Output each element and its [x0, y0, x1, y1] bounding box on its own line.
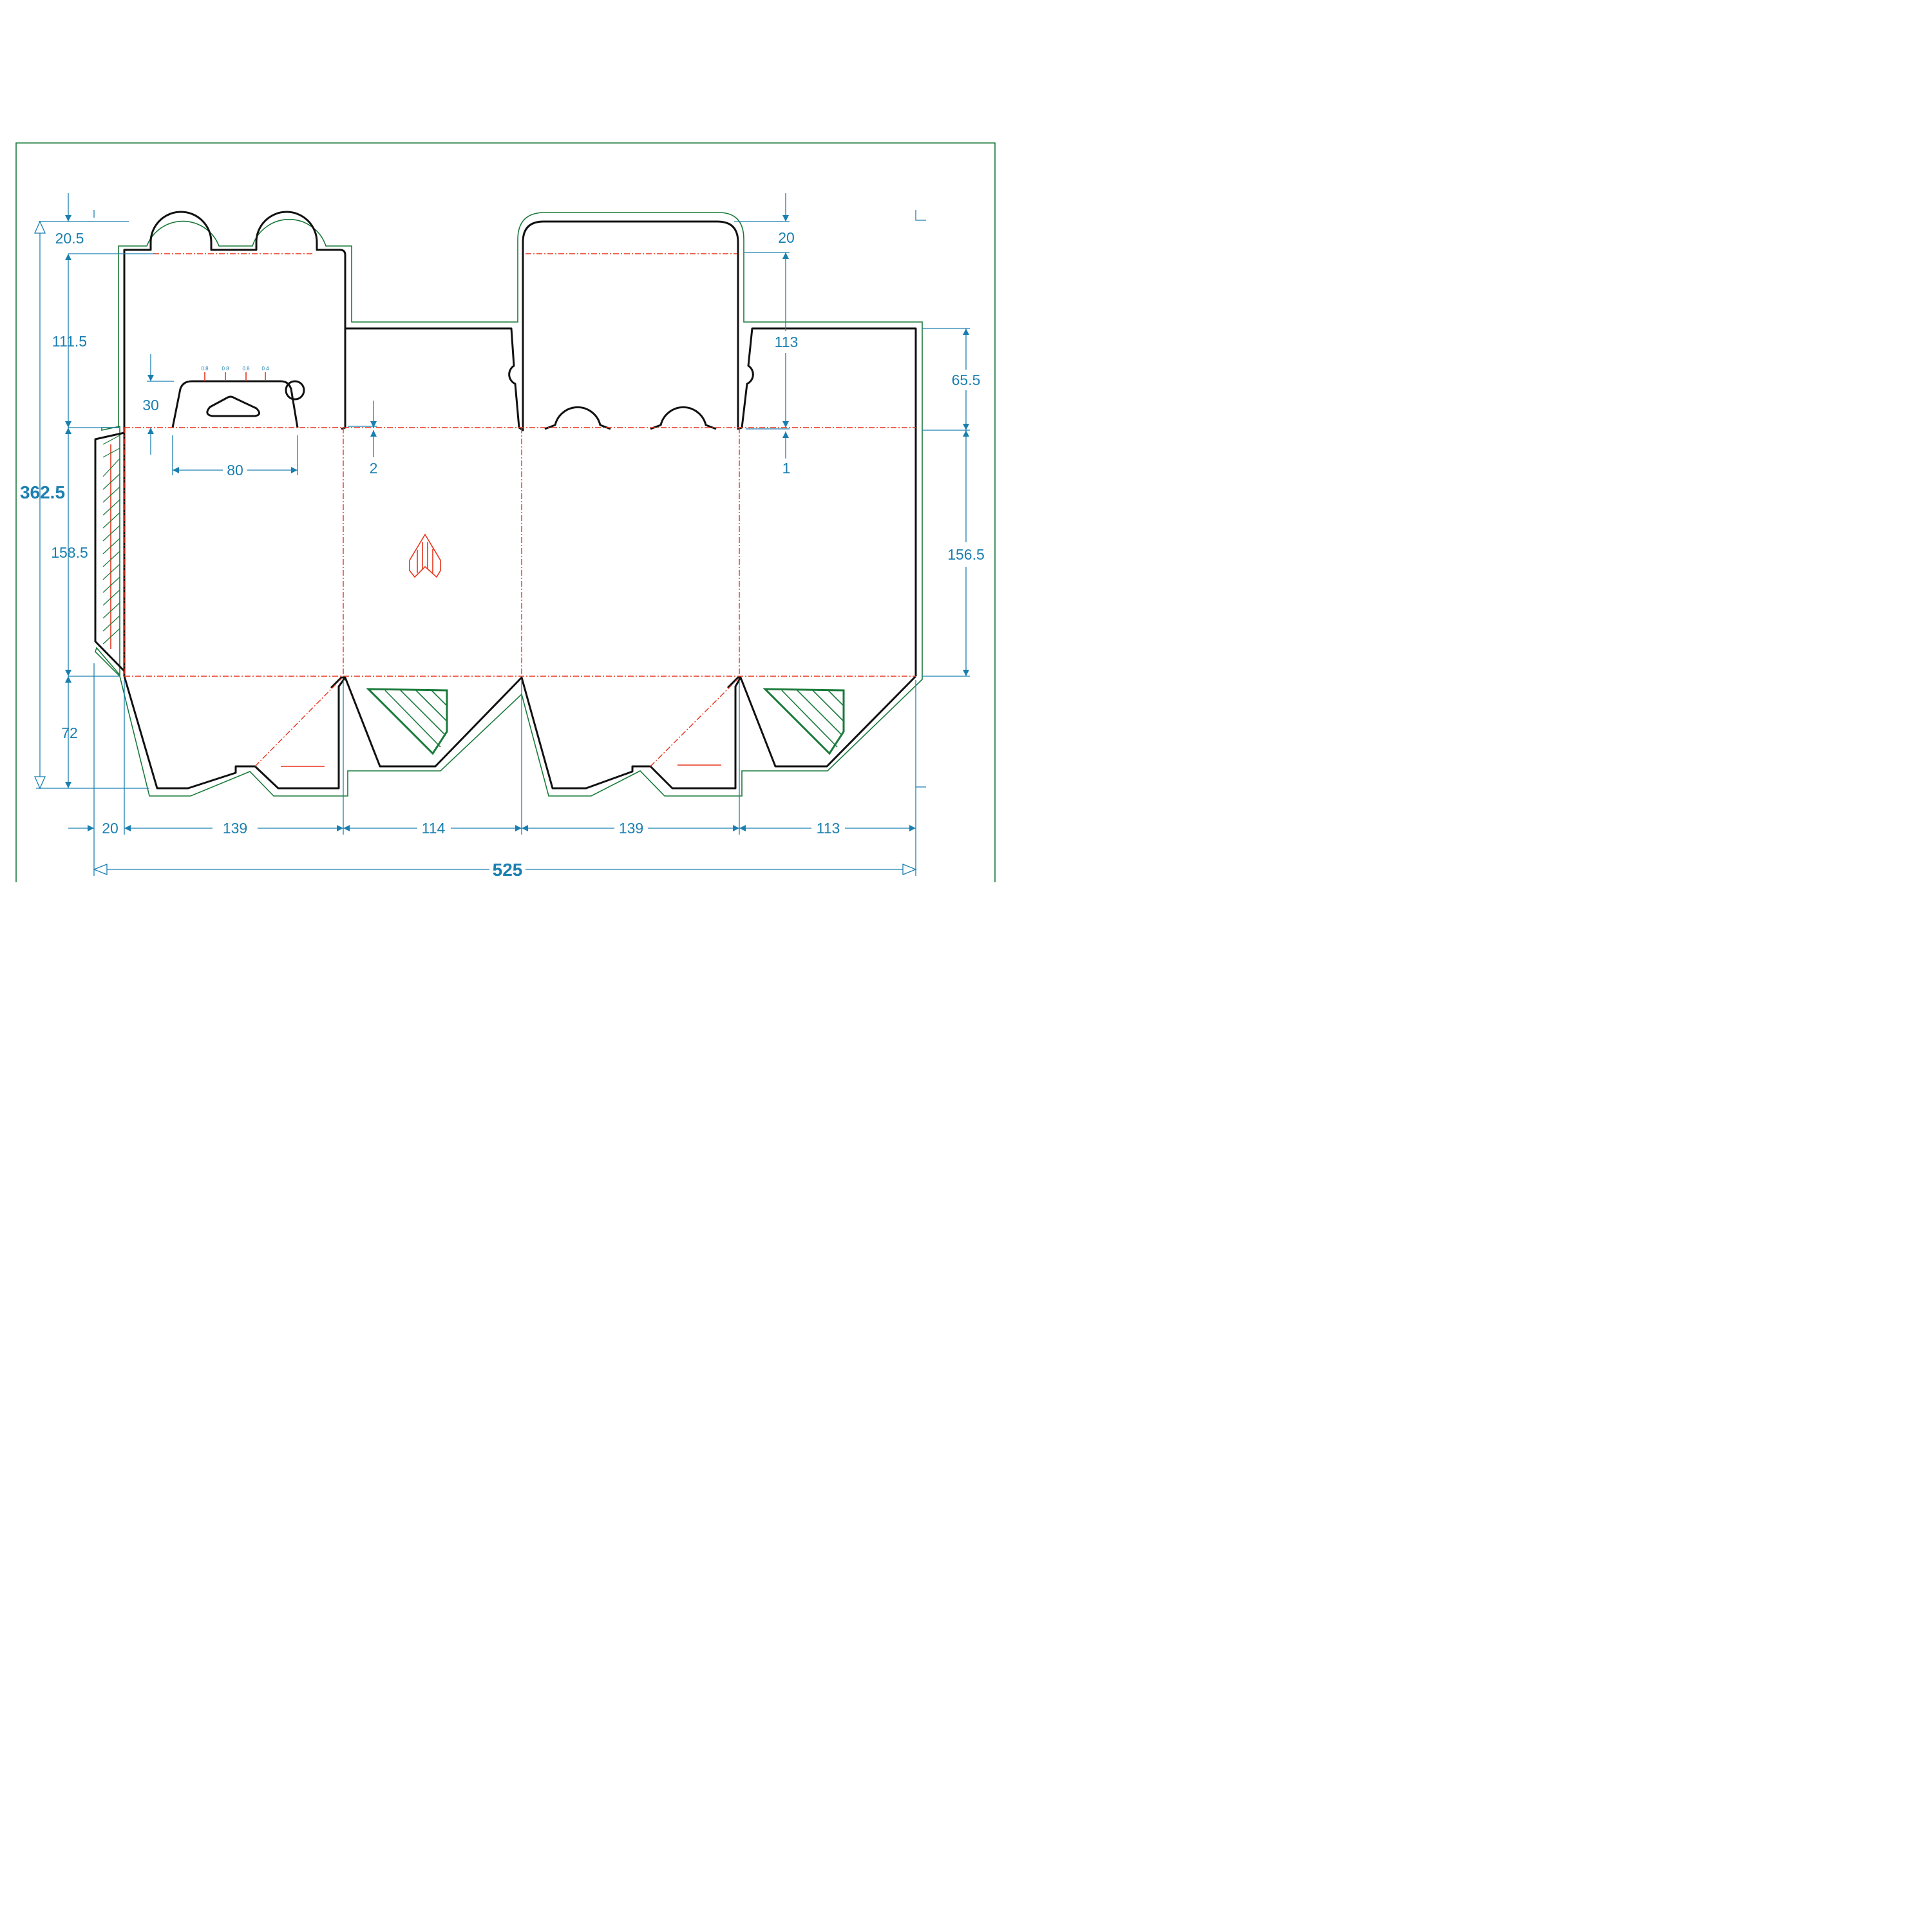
dim-bottom-flap-height: 72: [61, 724, 78, 741]
bottom-glue-triangle-1: [366, 688, 448, 755]
tab-slot-label-1: 0.8: [201, 366, 209, 372]
dim-total-height: 362.5: [20, 482, 65, 502]
tab-slot-ticks: [204, 372, 266, 381]
tab-slot-label-2: 0.8: [222, 366, 229, 372]
cut-outline: [123, 211, 346, 676]
dim-panel-width-1: 139: [223, 820, 247, 837]
dim-top-flap-offset: 20.5: [55, 230, 84, 247]
cut-bottom-slot-1: [330, 676, 345, 689]
cut-glue-flap: [94, 431, 126, 672]
dim-top-panel-height: 111.5: [52, 333, 87, 350]
cut-bottom: [123, 675, 917, 790]
dim-main-panel-height: 158.5: [51, 544, 88, 561]
dim-panel-width-4: 113: [817, 820, 840, 837]
dieline-drawing: 0.8 0.8 0.8 0.4 20.5: [15, 142, 996, 882]
bleed-outline: [95, 212, 923, 797]
dim-side-flap-height: 65.5: [952, 372, 981, 388]
dim-lid-offset: 20: [778, 229, 795, 246]
tab-slot-label-4: 0.4: [261, 366, 269, 372]
glue-area-hatch: [102, 435, 120, 645]
dim-hang-tab-height: 30: [142, 397, 159, 413]
dim-hang-tab-width: 80: [227, 462, 243, 478]
cut-hang-tab: [171, 380, 299, 428]
cut-lid-tab-1: [544, 406, 611, 430]
direction-mark-icon: [409, 533, 441, 578]
cut-hang-tab-circle: [285, 380, 305, 401]
crease-bottom-diag-2: [650, 678, 739, 767]
bottom-glue-triangle-2: [762, 688, 845, 755]
dim-tab-notch-offset: 2: [370, 460, 378, 477]
cut-lid-tab-2: [650, 406, 717, 430]
dim-right-panel-height: 156.5: [947, 546, 985, 563]
tab-slot-label-3: 0.8: [242, 366, 250, 372]
dim-panel-width-3: 139: [619, 820, 643, 837]
dim-glue-flap-width: 20: [102, 820, 118, 837]
dim-panel-width-2: 114: [422, 820, 446, 837]
dim-lid-height: 113: [775, 334, 799, 350]
crease-bottom-diag-1: [254, 678, 342, 767]
sheet-frame: [15, 142, 996, 882]
hang-hole: [206, 395, 260, 417]
dim-total-width: 525: [493, 860, 523, 880]
cut-top-middle: [345, 220, 917, 676]
dimension-lines: [33, 193, 970, 876]
dim-lid-tab-offset: 1: [782, 460, 791, 477]
cut-bottom-slot-2: [726, 676, 741, 689]
